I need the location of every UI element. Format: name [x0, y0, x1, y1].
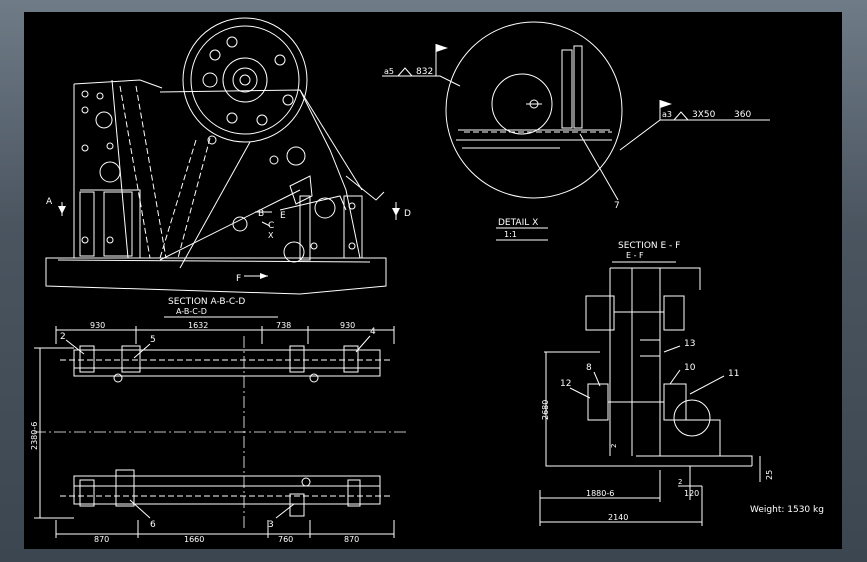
cut-mark-b: B — [258, 209, 264, 219]
callout-2: 2 — [60, 332, 66, 342]
cad-drawing-svg: A D B C E X F — [30, 17, 824, 544]
cut-mark-f: F — [236, 274, 241, 284]
weld-left-length: 832 — [416, 67, 433, 77]
callout-10: 10 — [684, 363, 696, 373]
dim-vertical-ef: 2680 — [541, 400, 550, 420]
callout-7: 7 — [614, 201, 620, 211]
dim-top-1632: 1632 — [188, 321, 208, 330]
callout-5: 5 — [150, 335, 156, 345]
dim-bottom-760: 760 — [278, 535, 293, 544]
cut-mark-c: C — [268, 221, 274, 231]
callout-8: 8 — [586, 363, 592, 373]
weight-label: Weight: 1530 kg — [750, 505, 824, 515]
dim-ef-2a: 2 — [610, 444, 618, 448]
dim-ef-120: 120 — [684, 489, 699, 498]
weld-left-size: a5 — [384, 67, 394, 76]
dim-ef-1880: 1880-6 — [586, 489, 614, 498]
cut-mark-d: D — [404, 209, 411, 219]
section-ef-view: SECTION E - F E - F — [539, 241, 824, 526]
detail-x-view: 7 a5 832 a3 3X50 360 — [382, 21, 770, 241]
callout-12: 12 — [560, 379, 571, 389]
dim-bottom-870b: 870 — [344, 535, 359, 544]
elevation-view: A D B C E X F — [45, 17, 411, 295]
dim-bottom-870a: 870 — [94, 535, 109, 544]
cut-mark-x: X — [268, 231, 274, 240]
flywheel-outer — [182, 17, 308, 143]
section-abcd-title: SECTION A-B-C-D — [168, 297, 245, 307]
dim-top-930b: 930 — [340, 321, 355, 330]
callout-11: 11 — [728, 369, 739, 379]
cut-mark-e: E — [280, 211, 286, 221]
detail-title: DETAIL X — [498, 218, 538, 228]
section-ef-title: SECTION E - F — [618, 241, 680, 251]
section-abcd-view: SECTION A-B-C-D A-B-C-D 930 1632 738 930 — [30, 297, 408, 544]
dim-ef-2140: 2140 — [608, 513, 628, 522]
cut-mark-a: A — [46, 197, 53, 207]
callout-13: 13 — [684, 339, 695, 349]
section-ef-subtitle: E - F — [626, 251, 644, 260]
callout-3: 3 — [268, 520, 274, 530]
dim-top-738: 738 — [276, 321, 291, 330]
callout-4: 4 — [370, 327, 376, 337]
weld-right-pattern: 3X50 — [692, 110, 716, 120]
dim-ef-2b: 2 — [678, 478, 682, 486]
weld-right-length: 360 — [734, 110, 751, 120]
dim-bottom-1660: 1660 — [184, 535, 204, 544]
callout-6: 6 — [150, 520, 156, 530]
detail-circle — [445, 21, 623, 199]
section-abcd-subtitle: A-B-C-D — [176, 307, 207, 316]
dim-top-930a: 930 — [90, 321, 105, 330]
dim-vertical-left: 2380-6 — [30, 422, 39, 450]
detail-subtitle: 1:1 — [504, 230, 517, 239]
dim-ef-25: 25 — [765, 470, 774, 480]
weld-right-size: a3 — [662, 110, 672, 119]
drawing-canvas[interactable]: A D B C E X F — [24, 12, 842, 549]
